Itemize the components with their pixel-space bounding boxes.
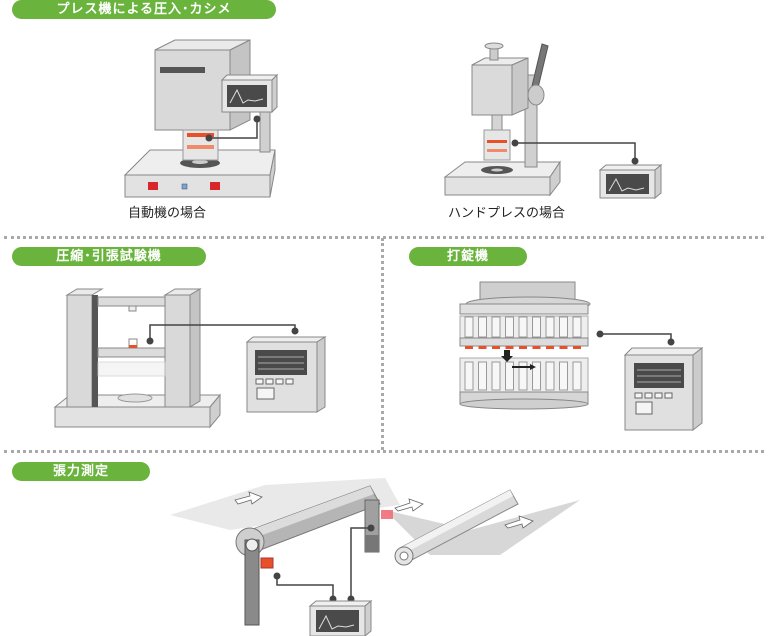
second-roller (394, 489, 519, 566)
upper-punch (518, 316, 528, 338)
punch-load-sensor (532, 346, 541, 349)
punch-load-sensor (573, 346, 581, 349)
lower-punch (532, 361, 541, 391)
divider-horizontal-bottom (4, 450, 764, 453)
divider-vertical (381, 238, 384, 450)
section-header-tension-measurement: 張力測定 (12, 462, 150, 481)
tension-sensor-right (381, 510, 393, 519)
punch-load-sensor (492, 346, 500, 349)
upper-punch (478, 316, 487, 338)
lower-punch (478, 361, 487, 391)
lower-punch (572, 361, 582, 391)
cable-connector (631, 157, 639, 165)
tester-left-column (65, 288, 104, 408)
hand-press-ram (491, 114, 503, 131)
divider-horizontal-top (4, 236, 764, 239)
tester-upper-crosshead (97, 296, 166, 307)
cable-connector (596, 330, 604, 338)
tension-measurement-illustration (170, 478, 580, 636)
punch-load-sensor (478, 346, 487, 349)
tension-monitor (308, 599, 373, 636)
hand-press-head (471, 57, 529, 116)
left-support-arm (244, 538, 260, 626)
upper-fixture (128, 305, 137, 312)
tension-cable-left (276, 578, 334, 598)
upper-punch (572, 316, 582, 338)
monitor-screen-unit (220, 73, 279, 114)
punch-load-sensor (546, 346, 554, 349)
punch-load-sensor (519, 346, 527, 349)
upper-punch (491, 316, 501, 338)
cable-connector (291, 327, 299, 335)
workpiece-hole (192, 160, 208, 164)
punch-load-sensor (465, 346, 473, 349)
cable-connector (253, 115, 261, 123)
caption-automatic-machine: 自動機の場合 (128, 206, 207, 221)
cable-connector (667, 338, 675, 346)
flow-arrow-left (234, 491, 263, 505)
hand-press-illustration (443, 42, 663, 200)
lower-punch (464, 361, 474, 391)
tablet-press-cable (600, 333, 672, 342)
web-sheet-left (170, 478, 400, 530)
tester-right-column (163, 288, 202, 408)
lower-punch (491, 361, 501, 391)
flow-arrow-middle (394, 498, 424, 512)
workpiece-hole (491, 168, 503, 172)
tension-sensor-left (260, 557, 274, 569)
indicator-lamp-left (148, 182, 158, 190)
punch-load-sensor (505, 346, 514, 349)
tablet-press-punches (464, 316, 582, 391)
hand-press-lever (527, 43, 549, 106)
caption-hand-press: ハンドプレスの場合 (448, 206, 566, 221)
sensor-cable (209, 120, 258, 139)
indicator-lamp-center (181, 183, 188, 190)
upper-punch (559, 316, 568, 338)
lower-punch (545, 361, 555, 391)
tester-controller (245, 336, 327, 413)
punch-load-sensor (559, 346, 568, 349)
lower-punch (505, 361, 514, 391)
tablet-press-arrows (501, 350, 536, 370)
automatic-press-illustration (123, 39, 279, 198)
tester-moving-crosshead (97, 347, 166, 358)
section-header-press: プレス機による圧入･カシメ (12, 0, 276, 19)
upper-punch (545, 316, 555, 338)
hand-press-monitor (598, 163, 663, 200)
hand-press-cable (515, 142, 636, 160)
cable-connector (273, 572, 281, 580)
cable-connector (205, 134, 213, 142)
load-cell-band (129, 345, 137, 348)
cable-connector (511, 139, 519, 147)
indicator-lamp-right (210, 182, 220, 190)
crosshead-ghost (97, 361, 166, 377)
cable-connector (146, 337, 154, 345)
upper-punch (532, 316, 541, 338)
hand-press-load-cell (483, 129, 511, 161)
compression-tensile-tester-illustration (53, 288, 327, 429)
tablet-press-controller (623, 346, 704, 432)
upper-punch (464, 316, 474, 338)
tester-specimen-plate (117, 393, 153, 403)
tablet-press-illustration (459, 281, 704, 432)
cable-connector (367, 524, 375, 532)
upper-punch (505, 316, 514, 338)
flow-arrow-right (504, 515, 534, 529)
lower-punch (518, 361, 528, 391)
section-header-compression-tensile-tester: 圧縮･引張試験機 (12, 247, 206, 266)
section-header-tablet-press: 打錠機 (409, 247, 527, 266)
hand-press-top-knob (484, 42, 504, 61)
lower-punch (559, 361, 568, 391)
load-cell-sensor (182, 129, 219, 161)
tension-cable-right (350, 527, 371, 598)
